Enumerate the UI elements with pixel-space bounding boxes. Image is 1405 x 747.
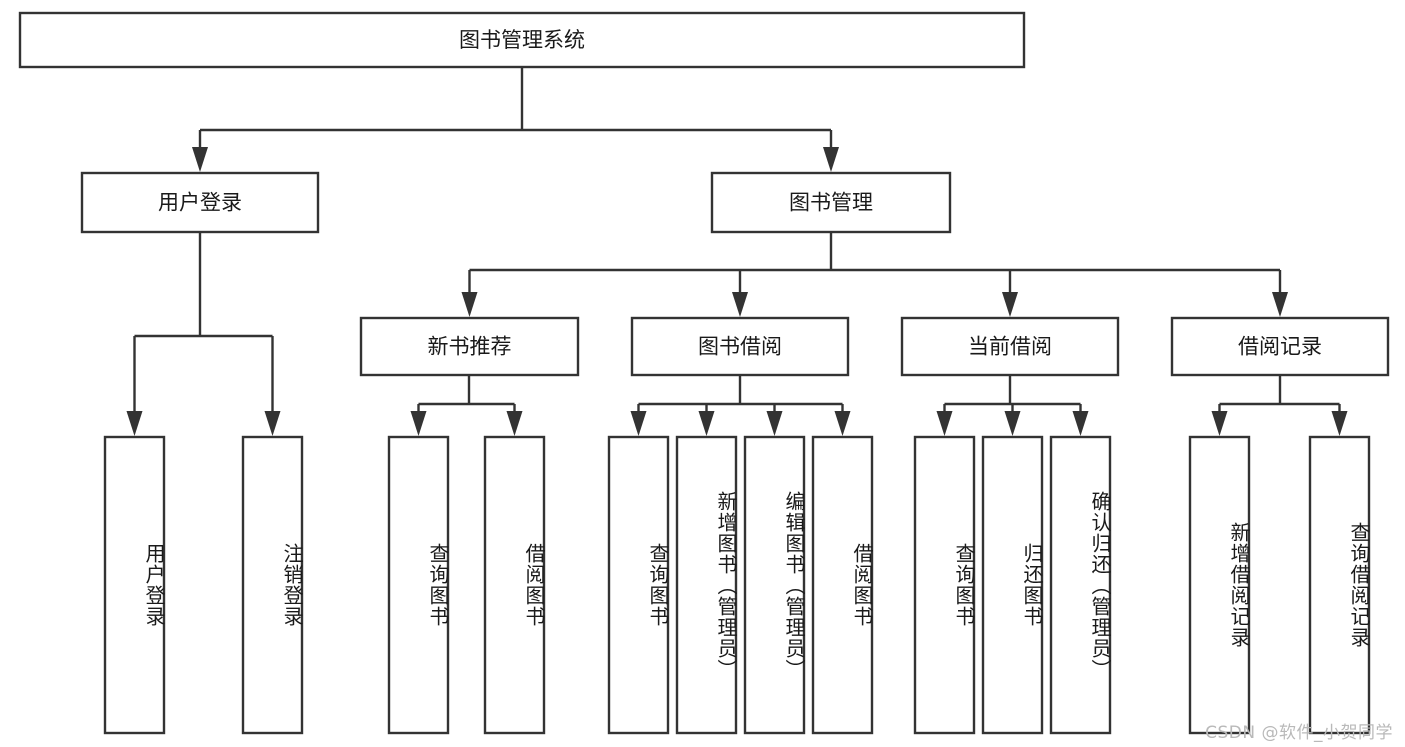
node-box-leaf-return-book[interactable]: [981, 435, 1044, 735]
connector-layer: [126, 67, 1348, 436]
node-label-root: 图书管理系统: [459, 28, 585, 52]
node-box-leaf-user-logout[interactable]: [241, 435, 304, 735]
connector-borrow-record: [1211, 375, 1348, 436]
node-box-leaf-add-book-admin[interactable]: [675, 435, 738, 735]
node-box-book-borrow[interactable]: [630, 316, 850, 377]
node-label-user-login: 用户登录: [158, 191, 242, 215]
node-box-leaf-borrow-book[interactable]: [811, 435, 874, 735]
node-box-leaf-edit-book-admin[interactable]: [743, 435, 806, 735]
connector-new-book-recommend: [410, 375, 523, 436]
connector-book-manage: [461, 232, 1288, 317]
node-label-borrow-record: 借阅记录: [1238, 335, 1322, 359]
node-label-new-book-recommend: 新书推荐: [428, 335, 512, 359]
node-box-leaf-confirm-return-admin[interactable]: [1049, 435, 1112, 735]
node-label-book-borrow: 图书借阅: [698, 335, 782, 359]
node-box-current-borrow[interactable]: [900, 316, 1120, 377]
node-box-leaf-query-book-recommend[interactable]: [387, 435, 450, 735]
node-box-leaf-query-borrow-record[interactable]: [1308, 435, 1371, 735]
connector-book-borrow: [630, 375, 851, 436]
node-label-current-borrow: 当前借阅: [968, 335, 1052, 359]
node-box-leaf-borrow-book-recommend[interactable]: [483, 435, 546, 735]
node-box-root[interactable]: [18, 11, 1026, 69]
node-box-new-book-recommend[interactable]: [359, 316, 580, 377]
node-box-leaf-add-borrow-record[interactable]: [1188, 435, 1251, 735]
connector-current-borrow: [936, 375, 1089, 436]
node-box-leaf-user-login[interactable]: [103, 435, 166, 735]
node-box-book-manage[interactable]: [710, 171, 952, 234]
watermark: CSDN @软件_小贺同学: [1205, 723, 1393, 743]
node-box-leaf-query-book-borrow[interactable]: [607, 435, 670, 735]
node-label-book-manage: 图书管理: [789, 191, 873, 215]
node-box-leaf-query-book-current[interactable]: [913, 435, 976, 735]
connector-user-login: [126, 232, 281, 436]
box-layer: [18, 11, 1390, 735]
node-box-user-login[interactable]: [80, 171, 320, 234]
connector-root: [192, 67, 839, 172]
node-box-borrow-record[interactable]: [1170, 316, 1390, 377]
